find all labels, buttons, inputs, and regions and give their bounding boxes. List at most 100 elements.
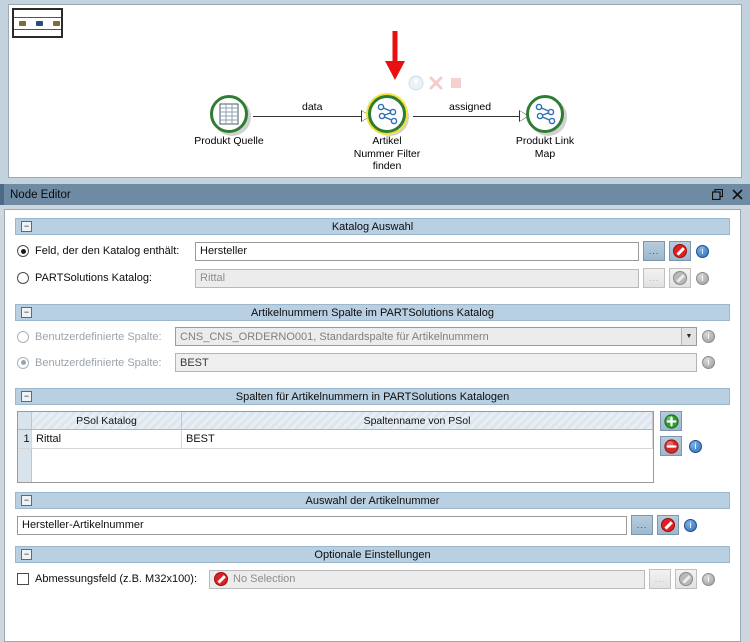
- collapse-toggle-icon[interactable]: −: [21, 549, 32, 560]
- node-label: Produkt Link Map: [515, 135, 575, 160]
- cancel-icon[interactable]: [427, 74, 445, 92]
- connection-arrow-data: [361, 110, 371, 122]
- add-row-button[interactable]: [660, 411, 682, 431]
- input-feld-katalog[interactable]: Hersteller: [195, 241, 639, 261]
- minus-circle-icon: [663, 438, 679, 454]
- section-title: Spalten für Artikelnummern in PARTSoluti…: [235, 390, 510, 403]
- ellipsis-icon: ...: [636, 519, 648, 530]
- section-spalten-tabelle: − Spalten für Artikelnummern in PARTSolu…: [15, 388, 730, 485]
- input-benutzerdefinierte-spalte[interactable]: BEST: [175, 353, 697, 372]
- remove-row-button[interactable]: [660, 436, 682, 456]
- info-icon-auswahl-artikelnummer[interactable]: i: [684, 518, 697, 532]
- table-header-row: PSol Katalog Spaltenname von PSol: [18, 412, 653, 430]
- no-selection-icon: [214, 572, 228, 586]
- workflow-canvas[interactable]: data assigned: [8, 4, 742, 178]
- collapse-toggle-icon[interactable]: −: [21, 221, 32, 232]
- psol-katalog-table[interactable]: PSol Katalog Spaltenname von PSol 1 Ritt…: [17, 411, 654, 483]
- node-label: Artikel Nummer Filter finden: [353, 135, 421, 172]
- label-feld-katalog: Feld, der den Katalog enthält:: [35, 245, 180, 257]
- cell-spaltenname[interactable]: BEST: [182, 430, 653, 448]
- collapse-toggle-icon[interactable]: −: [21, 495, 32, 506]
- info-icon-benutzerdefinierte-spalte[interactable]: i: [702, 356, 715, 369]
- radio-feld-katalog[interactable]: [17, 245, 29, 257]
- connection-label-data: data: [300, 101, 325, 113]
- section-header-katalog-auswahl[interactable]: − Katalog Auswahl: [15, 218, 730, 235]
- table-row[interactable]: 1 Rittal BEST: [18, 430, 653, 449]
- section-artikelnummern-spalte: − Artikelnummern Spalte im PARTSolutions…: [15, 304, 730, 381]
- section-body: Abmessungsfeld (z.B. M32x100): No Select…: [15, 563, 730, 591]
- input-abmessungsfeld[interactable]: No Selection: [209, 569, 645, 589]
- section-header-optionale-einstellungen[interactable]: − Optionale Einstellungen: [15, 546, 730, 563]
- close-icon[interactable]: [732, 189, 743, 200]
- connection-arrow-assigned: [519, 110, 529, 122]
- row-abmessungsfeld: Abmessungsfeld (z.B. M32x100): No Select…: [17, 569, 728, 589]
- combo-selected-value: CNS_CNS_ORDERNO001, Standardspalte für A…: [180, 330, 489, 343]
- flowvar-button-abmessungsfeld[interactable]: [675, 569, 697, 589]
- section-title: Katalog Auswahl: [331, 220, 414, 233]
- node-icon-wrapper: [210, 95, 251, 136]
- stop-icon[interactable]: [447, 74, 465, 92]
- info-icon-spalten-tabelle[interactable]: i: [689, 439, 702, 453]
- radio-partsolutions-katalog[interactable]: [17, 272, 29, 284]
- section-header-artikelnummern-spalte[interactable]: − Artikelnummern Spalte im PARTSolutions…: [15, 304, 730, 321]
- input-partsolutions-katalog[interactable]: Rittal: [195, 268, 639, 288]
- info-icon-abmessungsfeld[interactable]: i: [702, 572, 715, 586]
- section-body: Benutzerdefinierte Spalte: CNS_CNS_ORDER…: [15, 321, 730, 381]
- execute-icon[interactable]: [407, 74, 425, 92]
- remove-row-button-row: i: [660, 436, 702, 456]
- input-auswahl-artikelnummer[interactable]: Hersteller-Artikelnummer: [17, 515, 627, 535]
- row-benutzerdefinierte-spalte: Benutzerdefinierte Spalte: BEST i: [17, 353, 728, 372]
- workflow-node-produkt-link-map[interactable]: Produkt Link Map: [485, 95, 605, 160]
- radio-benutzerdefinierte-spalte[interactable]: [17, 356, 29, 369]
- checkbox-abmessungsfeld[interactable]: [17, 573, 29, 585]
- row-auswahl-artikelnummer: Hersteller-Artikelnummer ... i: [17, 515, 728, 535]
- node-exec-toolbar[interactable]: [407, 74, 465, 92]
- browse-button-abmessungsfeld[interactable]: ...: [649, 569, 671, 589]
- collapse-toggle-icon[interactable]: −: [21, 307, 32, 318]
- no-entry-icon: [679, 572, 693, 586]
- node-label: Produkt Quelle: [194, 135, 264, 147]
- info-icon-standardspalte[interactable]: i: [702, 330, 715, 343]
- workflow-overview-minimap[interactable]: [12, 8, 63, 38]
- info-icon-partsolutions-katalog[interactable]: i: [696, 271, 709, 285]
- browse-button-feld-katalog[interactable]: ...: [643, 241, 665, 261]
- section-header-spalten-tabelle[interactable]: − Spalten für Artikelnummern in PARTSolu…: [15, 388, 730, 405]
- chevron-down-icon[interactable]: ▼: [681, 328, 696, 345]
- connection-line-assigned[interactable]: [413, 116, 527, 117]
- minimap-node-glyphs: [19, 19, 60, 27]
- column-header-index: [18, 412, 32, 429]
- collapse-toggle-icon[interactable]: −: [21, 391, 32, 402]
- label-standardspalte: Benutzerdefinierte Spalte:: [35, 330, 162, 343]
- combo-standardspalte[interactable]: CNS_CNS_ORDERNO001, Standardspalte für A…: [175, 327, 697, 346]
- info-icon-feld-katalog[interactable]: i: [696, 244, 709, 258]
- connection-line-data[interactable]: [253, 116, 369, 117]
- minimap-node-2: [36, 20, 43, 26]
- cell-row-index: 1: [18, 430, 32, 448]
- minimap-divider-bottom: [14, 29, 61, 30]
- flowvar-button-partsolutions-katalog[interactable]: [669, 268, 691, 288]
- plus-circle-icon: [663, 413, 679, 429]
- section-katalog-auswahl: − Katalog Auswahl Feld, der den Katalog …: [15, 218, 730, 297]
- node-editor-panel: − Katalog Auswahl Feld, der den Katalog …: [4, 209, 741, 642]
- node-editor-titlebar[interactable]: Node Editor: [0, 184, 750, 205]
- workflow-node-artikel-nummer-filter-finden[interactable]: Artikel Nummer Filter finden: [327, 95, 447, 173]
- restore-icon[interactable]: [711, 188, 724, 201]
- workflow-node-produkt-quelle[interactable]: Produkt Quelle: [169, 95, 289, 148]
- section-body: PSol Katalog Spaltenname von PSol 1 Ritt…: [15, 405, 730, 485]
- flowvar-button-auswahl-artikelnummer[interactable]: [657, 515, 679, 535]
- row-feld-katalog: Feld, der den Katalog enthält: Herstelle…: [17, 241, 728, 261]
- flowvar-button-feld-katalog[interactable]: [669, 241, 691, 261]
- node-editor-title: Node Editor: [10, 188, 71, 201]
- browse-button-partsolutions-katalog[interactable]: ...: [643, 268, 665, 288]
- no-entry-icon: [661, 518, 675, 532]
- section-body: Feld, der den Katalog enthält: Herstelle…: [15, 235, 730, 297]
- no-entry-icon: [673, 244, 687, 258]
- section-title: Auswahl der Artikelnummer: [305, 494, 440, 507]
- radio-standardspalte[interactable]: [17, 330, 29, 343]
- section-header-auswahl-artikelnummer[interactable]: − Auswahl der Artikelnummer: [15, 492, 730, 509]
- node-graph-icon: [535, 103, 556, 125]
- browse-button-auswahl-artikelnummer[interactable]: ...: [631, 515, 653, 535]
- table-buttons: i: [660, 411, 702, 456]
- section-body: Hersteller-Artikelnummer ... i: [15, 509, 730, 539]
- cell-psol-katalog[interactable]: Rittal: [32, 430, 182, 448]
